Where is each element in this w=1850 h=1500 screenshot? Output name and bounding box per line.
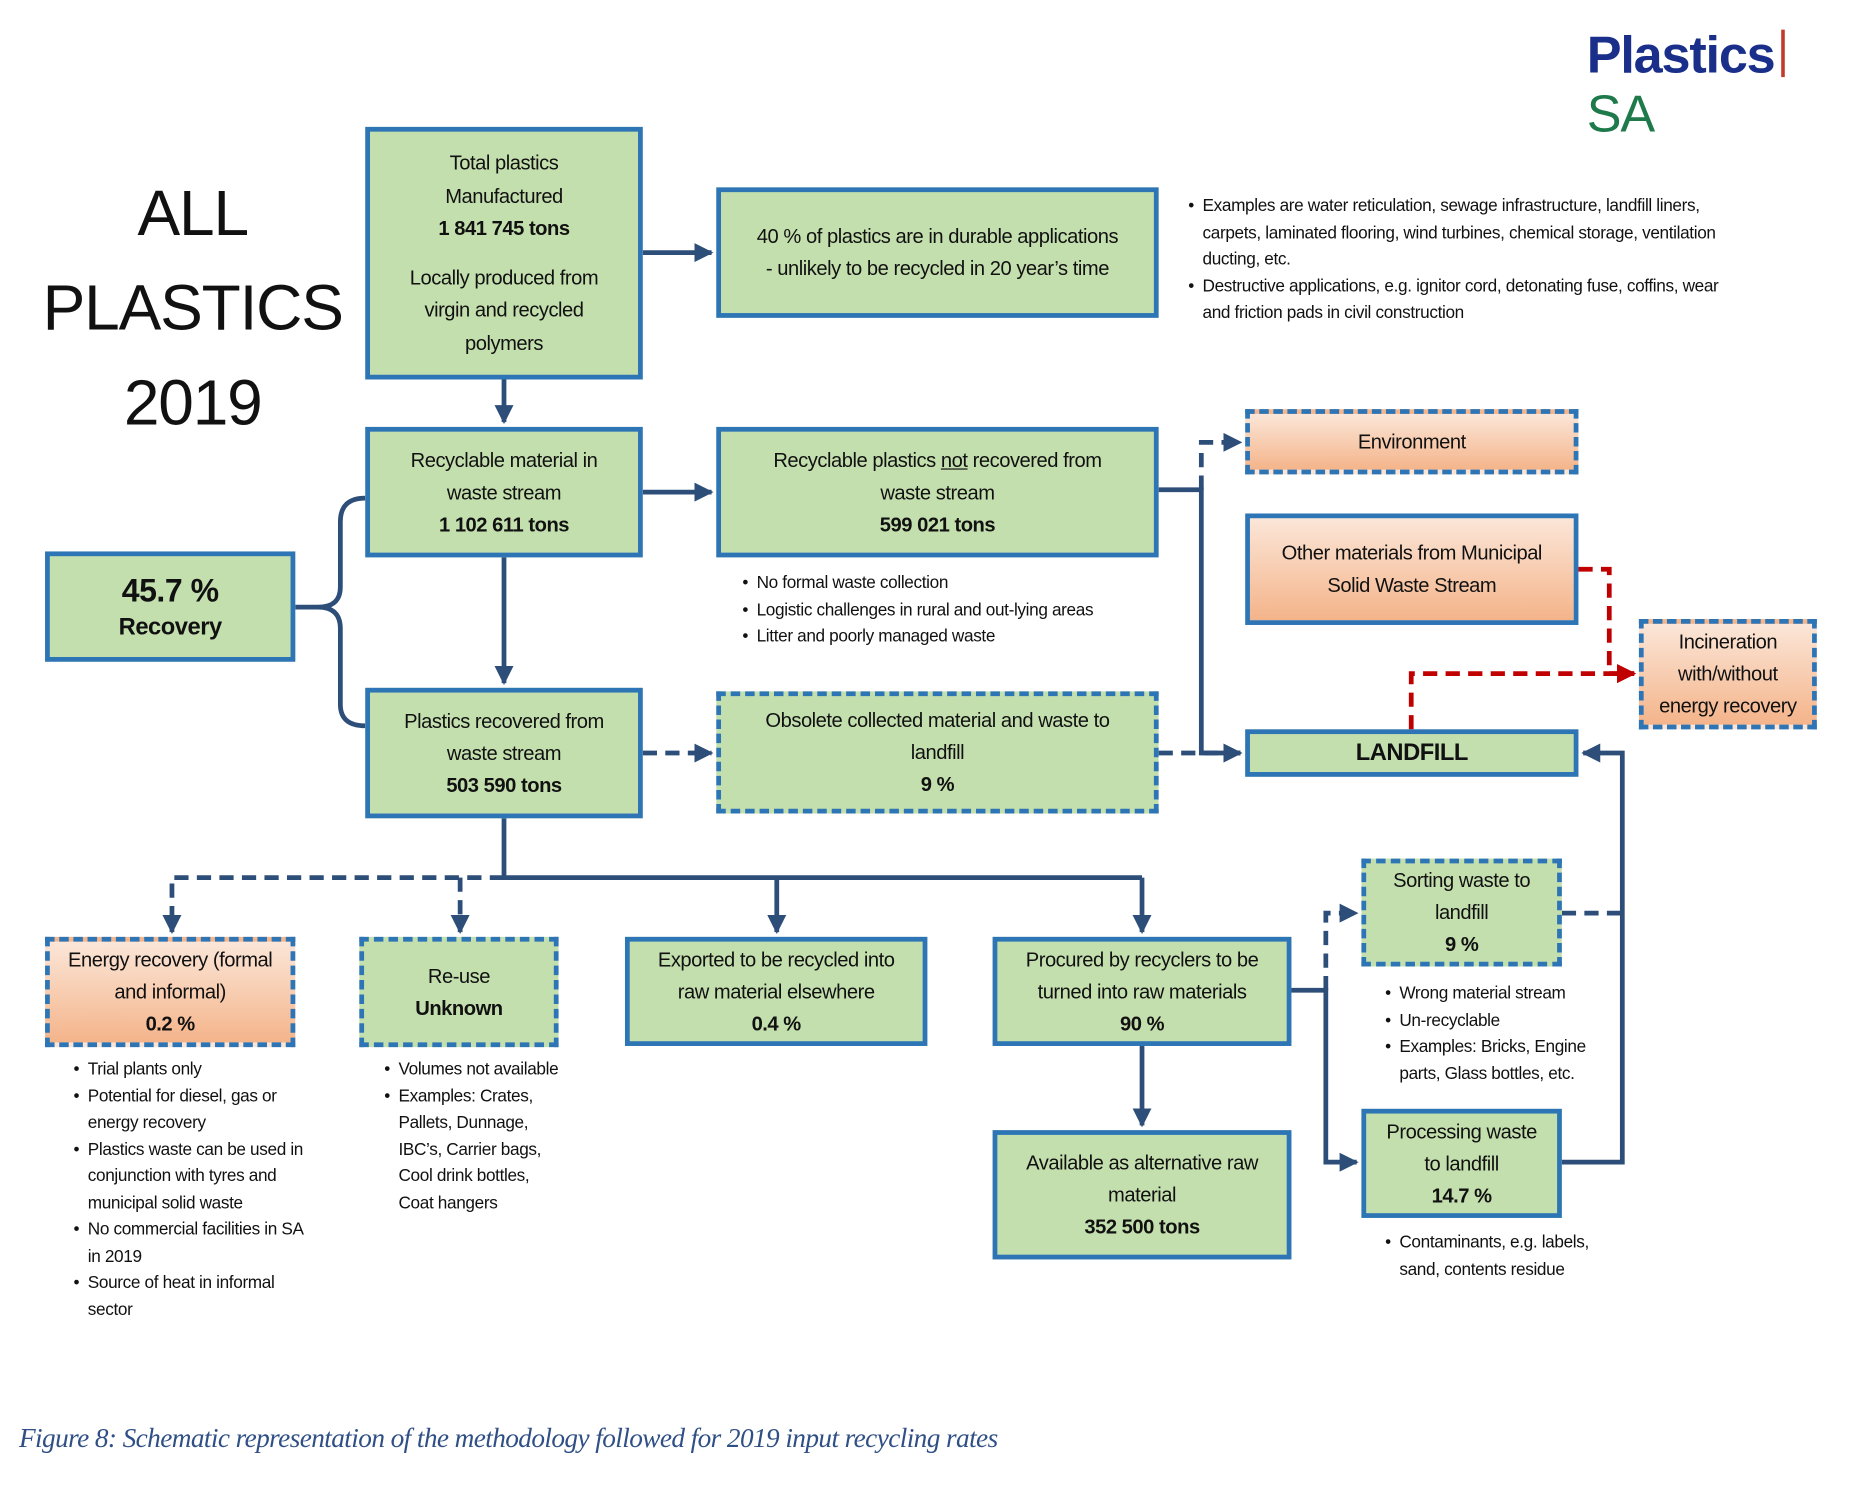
arrow-not-recovered-to-landfill [1158, 487, 1243, 763]
box-value: 0.2 % [145, 1012, 196, 1036]
box-recyclable-material: Recyclable material in waste stream 1 10… [365, 426, 643, 558]
box-procured-by-recyclers: Procured by recyclers to be turned into … [992, 936, 1292, 1046]
box-text: Total plastics Manufactured [445, 151, 563, 207]
notes-not-recovered: No formal waste collection Logistic chal… [740, 570, 1184, 650]
box-processing-waste: Processing waste to landfill 14.7 % [1361, 1108, 1562, 1218]
arrow-procured-to-sorting [1323, 903, 1359, 991]
box-value: 9 % [920, 773, 955, 796]
box-text: Obsolete collected material and waste to… [765, 709, 1110, 764]
note-item: Potential for diesel, gas or energy reco… [74, 1083, 313, 1136]
box-value: Unknown [415, 996, 503, 1020]
note-item: Volumes not available [384, 1057, 564, 1084]
note-item: Examples: Bricks, Engine parts, Glass bo… [1385, 1034, 1612, 1087]
box-text: Exported to be recycled into raw materia… [657, 948, 895, 1003]
recovery-bracket [295, 495, 366, 729]
arrow-landfill-to-incineration [1408, 664, 1637, 730]
note-item: Wrong material stream [1385, 981, 1612, 1008]
arrow-processing-to-landfill [1561, 743, 1625, 1165]
box-durable-applications: 40 % of plastics are in durable applicat… [716, 187, 1159, 318]
arrow-msw-to-incineration [1578, 566, 1637, 684]
box-value: 90 % [1119, 1012, 1165, 1035]
box-value: 352 500 tons [1084, 1215, 1200, 1239]
box-text: 40 % of plastics are in durable applicat… [756, 225, 1119, 280]
box-plastics-recovered: Plastics recovered from waste stream 503… [365, 687, 643, 819]
notes-durable: Examples are water reticulation, sewage … [1186, 193, 1724, 326]
box-incineration: Incineration with/without energy recover… [1638, 619, 1817, 730]
box-text: Processing waste to landfill [1386, 1120, 1537, 1175]
notes-energy-recovery: Trial plants only Potential for diesel, … [71, 1057, 313, 1324]
box-text: LANDFILL [1355, 739, 1469, 766]
box-subtext: Locally produced from virgin and recycle… [409, 266, 599, 354]
logo-divider [1781, 29, 1786, 78]
logo-suffix: SA [1586, 85, 1655, 144]
box-text: Environment [1357, 430, 1466, 454]
box-text: Other materials from Municipal Solid Was… [1281, 541, 1543, 597]
box-available-raw-material: Available as alternative raw material 35… [992, 1130, 1292, 1260]
box-value: 1 841 745 tons [438, 217, 570, 240]
box-energy-recovery: Energy recovery (formal and informal) 0.… [45, 936, 296, 1048]
box-text: Sorting waste to landfill [1393, 869, 1531, 924]
box-other-msw: Other materials from Municipal Solid Was… [1245, 513, 1579, 625]
notes-reuse: Volumes not available Examples: Crates, … [382, 1057, 565, 1217]
note-item: No formal waste collection [742, 570, 1184, 597]
note-item: Logistic challenges in rural and out-lyi… [742, 597, 1184, 624]
recovery-value: 45.7 % [121, 572, 219, 609]
box-reuse: Re-use Unknown [359, 936, 559, 1048]
box-environment: Environment [1245, 409, 1579, 475]
note-item: Plastics waste can be used in conjunctio… [74, 1137, 313, 1217]
logo-brand: Plastics [1586, 26, 1776, 85]
box-landfill: LANDFILL [1245, 729, 1579, 777]
notes-sorting: Wrong material stream Un-recyclable Exam… [1383, 981, 1613, 1088]
note-item: Source of heat in informal sector [74, 1270, 313, 1323]
note-item: Un-recyclable [1385, 1007, 1612, 1034]
note-item: No commercial facilities in SA in 2019 [74, 1217, 313, 1270]
note-item: Examples are water reticulation, sewage … [1188, 193, 1725, 273]
note-item: Litter and poorly managed waste [742, 624, 1184, 651]
note-item: Trial plants only [74, 1057, 313, 1084]
notes-processing: Contaminants, e.g. labels, sand, content… [1383, 1230, 1589, 1283]
arrow-to-energy-recovery [162, 875, 505, 935]
box-recovery-rate: 45.7 % Recovery [45, 551, 296, 662]
box-text: Procured by recyclers to be turned into … [1025, 948, 1259, 1003]
arrow-recovered-branches [501, 818, 1143, 880]
box-text: Re-use [427, 964, 491, 988]
figure-caption: Figure 8: Schematic representation of th… [18, 1423, 998, 1453]
box-text: Plastics recovered from waste stream [404, 709, 604, 765]
note-item: Contaminants, e.g. labels, sand, content… [1385, 1230, 1589, 1283]
note-item: Examples: Crates, Pallets, Dunnage, IBC’… [384, 1083, 564, 1216]
diagram-title: ALL PLASTICS 2019 [42, 177, 344, 439]
box-value: 14.7 % [1431, 1184, 1492, 1207]
box-value: 9 % [1444, 933, 1479, 956]
arrow-procured-to-processing [1291, 987, 1359, 1172]
arrow-not-recovered-to-environment [1198, 432, 1243, 490]
box-text: recovered from waste stream [880, 448, 1102, 504]
recovery-label: Recovery [118, 614, 222, 641]
box-text: Recyclable material in waste stream [410, 448, 598, 504]
box-total-manufactured: Total plastics Manufactured 1 841 745 to… [365, 126, 643, 380]
box-value: 1 102 611 tons [438, 512, 570, 536]
box-value: 503 590 tons [446, 773, 562, 797]
box-value: 0.4 % [751, 1012, 802, 1035]
plastics-sa-logo: PlasticsSA [1587, 26, 1850, 145]
box-text: Energy recovery (formal and informal) [68, 948, 273, 1004]
box-obsolete-to-landfill: Obsolete collected material and waste to… [716, 691, 1159, 814]
box-text: Recyclable plastics [773, 448, 941, 472]
box-text: Incineration with/without energy recover… [1659, 630, 1797, 718]
box-not-recovered: Recyclable plastics not recovered from w… [716, 426, 1159, 558]
box-sorting-waste: Sorting waste to landfill 9 % [1361, 858, 1562, 967]
box-text: Available as alternative raw material [1026, 1151, 1258, 1207]
box-value: 599 021 tons [879, 512, 996, 536]
box-exported: Exported to be recycled into raw materia… [624, 936, 928, 1046]
box-text-underlined: not [940, 448, 968, 472]
note-item: Destructive applications, e.g. ignitor c… [1188, 273, 1725, 326]
